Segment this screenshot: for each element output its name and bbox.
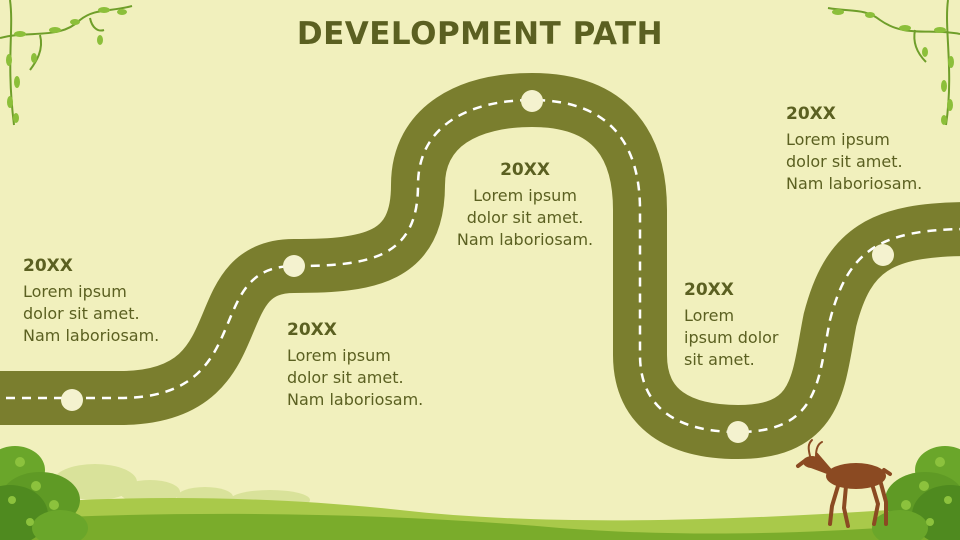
vine-icon [0,0,133,126]
milestone-5: 20XX Lorem ipsum dolor sit amet. Nam lab… [786,104,922,195]
milestone-marker-icon [727,421,749,443]
milestone-marker-icon [283,255,305,277]
deer-icon [796,439,892,528]
milestone-3: 20XX Lorem ipsum dolor sit amet. Nam lab… [445,160,605,251]
milestone-2: 20XX Lorem ipsum dolor sit amet. Nam lab… [287,320,423,411]
milestone-year: 20XX [23,256,73,276]
page-title: DEVELOPMENT PATH [296,16,664,52]
milestone-text: Lorem ipsum dolor sit amet. Nam laborios… [786,129,922,195]
milestone-text-line: Lorem ipsum [473,186,577,205]
milestone-marker-icon [872,244,894,266]
milestone-year: 20XX [684,280,734,300]
milestone-text: Lorem ipsum dolor sit amet. [684,305,779,371]
milestone-year: 20XX [786,104,836,124]
grass-hill-front [0,513,960,540]
milestone-text-line: dolor sit amet. [287,368,404,387]
milestone-marker-icon [521,90,543,112]
milestone-text: Lorem ipsum dolor sit amet. Nam laborios… [287,345,423,411]
milestone-text-line: Lorem [684,306,735,325]
milestone-text-line: dolor sit amet. [786,152,903,171]
vine-icon [827,0,960,126]
milestone-4: 20XX Lorem ipsum dolor sit amet. [684,280,779,371]
milestone-1: 20XX Lorem ipsum dolor sit amet. Nam lab… [23,256,159,347]
milestone-text-line: ipsum dolor [684,328,779,347]
milestone-text-line: Nam laboriosam. [456,230,594,249]
milestone-marker-icon [61,389,83,411]
milestone-text-line: Nam laboriosam. [23,326,160,345]
milestone-text: Lorem ipsum dolor sit amet. Nam laborios… [23,281,159,347]
milestone-text-line: dolor sit amet. [466,208,584,227]
milestone-text-line: Nam laboriosam. [287,390,424,409]
milestone-text-line: dolor sit amet. [23,304,140,323]
bush-icon [872,446,960,540]
milestone-text-line: Lorem ipsum [287,346,391,365]
milestone-year: 20XX [287,320,337,340]
milestone-text-line: Lorem ipsum [23,282,127,301]
development-road [0,72,960,460]
bush-icon [0,446,88,540]
milestone-markers [61,90,894,443]
milestone-text-line: Nam laboriosam. [786,174,923,193]
milestone-text: Lorem ipsum dolor sit amet. Nam laborios… [445,185,605,251]
milestone-text-line: Lorem ipsum [786,130,890,149]
milestone-text-line: sit amet. [684,350,755,369]
milestone-year: 20XX [500,160,550,180]
